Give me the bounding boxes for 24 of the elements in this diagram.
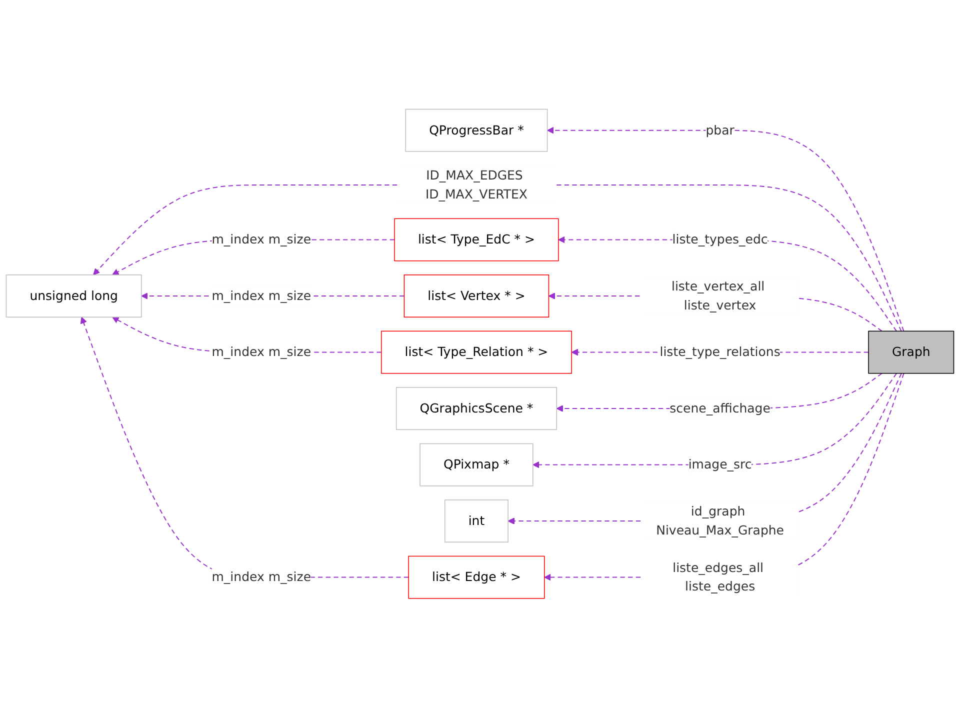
edge-label: m_index m_size [212, 232, 312, 246]
edge-label: pbar [706, 122, 734, 138]
node-box: unsigned long [6, 274, 142, 318]
node-box: int [444, 499, 508, 542]
edge-label: scene_affichage [670, 400, 770, 416]
node-box: QProgressBar * [405, 108, 548, 152]
edge-label: liste_edges_all liste_edges [672, 560, 764, 594]
node-box: Graph [868, 330, 954, 374]
node-box: QPixmap * [420, 442, 534, 486]
edge-label: id_graph Niveau_Max_Graphe [656, 504, 784, 538]
edge-label: ID_MAX_EDGES ID_MAX_VERTEX [425, 168, 528, 202]
edge-label: liste_type_relations [660, 344, 780, 359]
node-box: list< Edge * > [408, 555, 545, 598]
arrow [558, 236, 897, 332]
edge-label: m_index m_size [212, 569, 312, 584]
node-box: QGraphicsScene * [396, 386, 557, 430]
edge-label: liste_vertex_all liste_vertex [671, 278, 765, 312]
edge-label: m_index m_size [212, 288, 312, 303]
node-box: list< Type_EdC * > [394, 218, 559, 261]
edge-label: liste_types_edc [672, 232, 768, 246]
node-box: list< Type_Relation * > [380, 330, 572, 374]
edge-label: m_index m_size [212, 344, 312, 359]
edge-label: image_src [688, 456, 752, 472]
node-box: list< Vertex * > [404, 274, 550, 318]
